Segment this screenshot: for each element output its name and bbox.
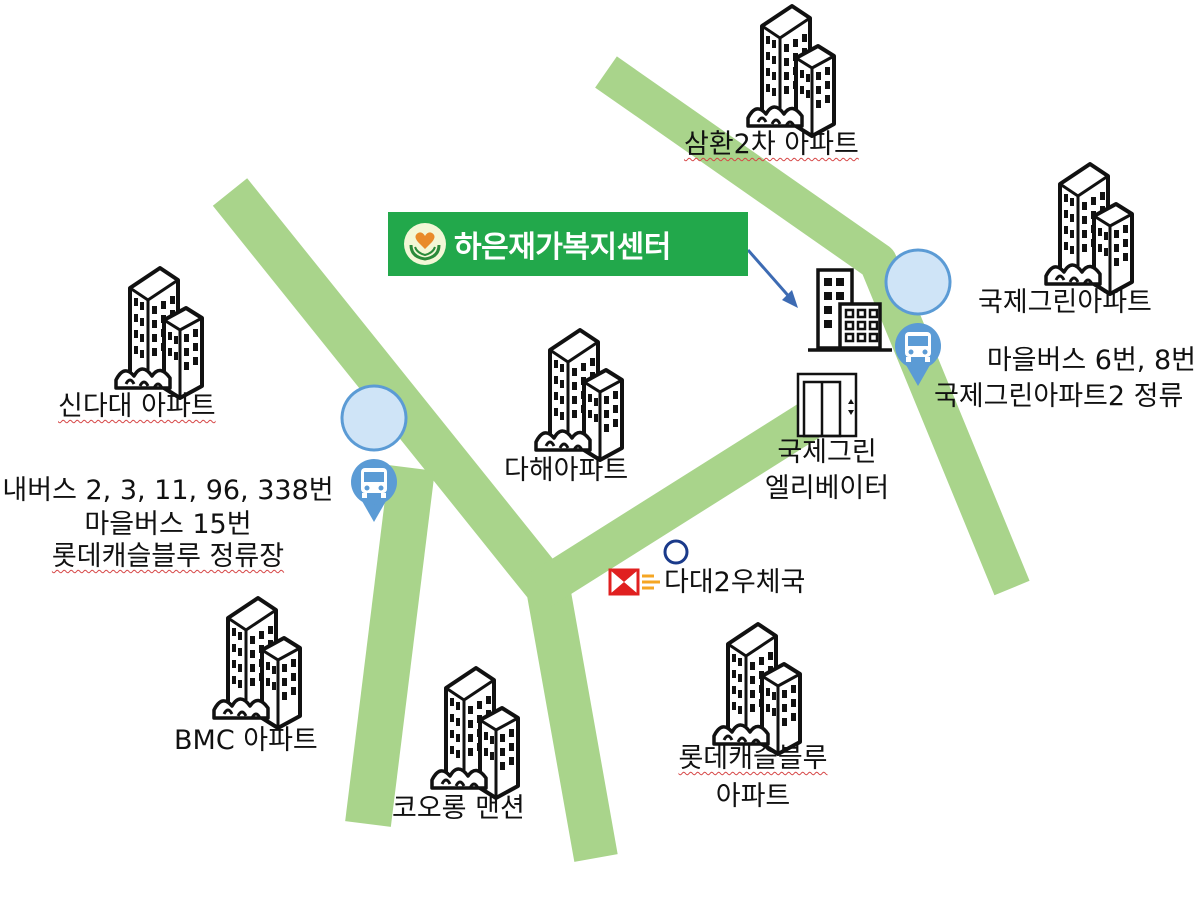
label-kolon-mansion: 코오롱 맨션 [392, 793, 525, 824]
care-center-banner: 하은재가복지센터 [388, 212, 748, 276]
label-west-bus-line3: 롯데캐슬블루 정류장 [51, 541, 285, 572]
road-northeast [595, 56, 1030, 596]
label-dahae-apartment: 다해아파트 [504, 455, 629, 486]
label-lotte-castle-line1: 롯데캐슬블루 [678, 743, 828, 774]
road-center-branch [529, 389, 843, 607]
label-post-office: 다대2우체국 [664, 567, 806, 598]
label-gukje-elevator-line2: 엘리베이터 [764, 473, 890, 504]
apartment-building-icon [746, 4, 836, 138]
apartment-building-icon [534, 328, 624, 462]
roads [212, 56, 1030, 862]
apartment-building-icon [712, 622, 802, 756]
label-gukje-elevator-line1: 국제그린 [777, 437, 877, 468]
label-east-bus-line1: 마을버스 6번, 8번 [986, 345, 1196, 376]
label-east-bus-line2: 국제그린아파트2 정류 [934, 381, 1184, 412]
apartment-building-icon [430, 666, 520, 800]
pointer-arrow [746, 249, 798, 308]
care-center-logo-icon [404, 223, 446, 265]
label-lotte-castle-line2: 아파트 [715, 781, 791, 812]
label-gukje-green-apartment: 국제그린아파트 [978, 287, 1152, 318]
label-samhwan-apartment: 삼환2차 아파트 [684, 129, 859, 160]
apartment-building-icon [212, 596, 302, 730]
apartment-building-icon [114, 266, 204, 400]
label-west-bus-line1: 내버스 2, 3, 11, 96, 338번 [2, 475, 334, 506]
elevator-icon [796, 372, 858, 438]
label-sindadae-apartment: 신다대 아파트 [58, 391, 216, 422]
care-center-name: 하은재가복지센터 [454, 230, 671, 265]
post-office-icon [608, 539, 689, 596]
road-west-vertical [345, 465, 435, 827]
office-building-icon [808, 268, 892, 352]
label-west-bus-line2: 마을버스 15번 [84, 509, 252, 540]
apartment-building-icon [1044, 162, 1134, 296]
label-bmc-apartment: BMC 아파트 [174, 725, 318, 756]
